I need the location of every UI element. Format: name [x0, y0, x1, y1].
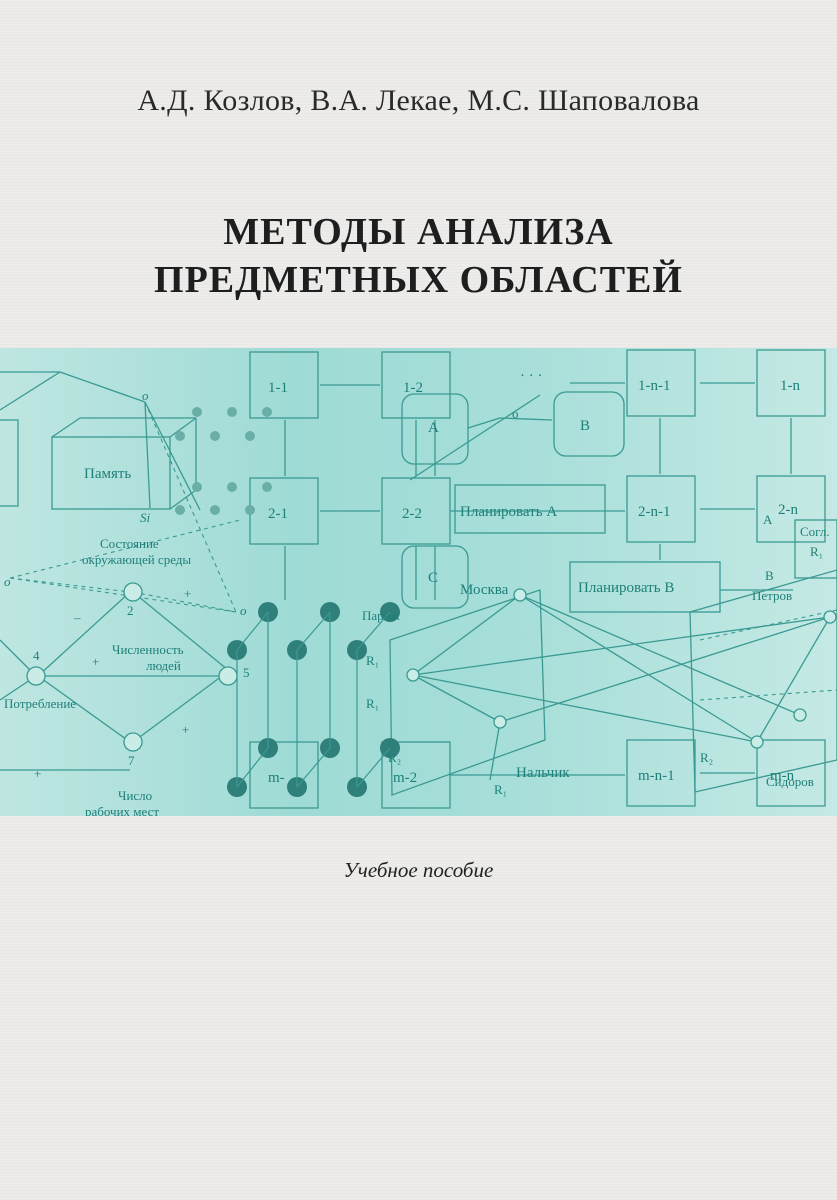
label-m: m- [268, 770, 285, 786]
label-jobs-2: рабочих мест [85, 804, 159, 816]
label-r2-b: R₂ [700, 750, 713, 765]
box-1-1 [249, 351, 319, 419]
label-sidorov: Сидоров [766, 774, 814, 789]
box-2-n [756, 475, 826, 543]
node-5 [218, 666, 238, 686]
label-r1-c: R₁ [494, 782, 507, 797]
label-2-n-1: 2-n-1 [638, 504, 671, 520]
label-m-2: m-2 [393, 770, 417, 786]
label-population-2: людей [146, 658, 181, 673]
label-r1-a: R₁ [366, 653, 379, 668]
label-dots: · · · [520, 368, 543, 384]
label-state-2: окружающей среды [82, 552, 191, 567]
label-si: Si [140, 510, 151, 525]
box-plan-a [454, 484, 606, 534]
node-7 [123, 732, 143, 752]
label-letter-b: B [765, 568, 774, 583]
box-2-n-1 [626, 475, 696, 543]
label-2-2: 2-2 [402, 506, 422, 522]
box-1-2 [381, 351, 451, 419]
label-1-n: 1-n [780, 378, 800, 394]
box-1-n [756, 349, 826, 417]
label-c: C [428, 570, 438, 586]
label-r2-a: R₂ [388, 750, 401, 765]
label-state: Состояние [100, 536, 159, 551]
label-n4: 4 [33, 648, 40, 663]
label-o-mid: o [512, 406, 519, 421]
label-1-n-1: 1-n-1 [638, 378, 671, 394]
label-plus-3: + [182, 722, 189, 737]
label-plus-2: + [92, 654, 99, 669]
label-2-1: 2-1 [268, 506, 288, 522]
node-2 [123, 582, 143, 602]
label-nalchik: Нальчик [516, 765, 570, 781]
label-plan-a: Планировать А [460, 504, 557, 520]
box-plan-b [569, 561, 721, 613]
box-1-n-1 [626, 349, 696, 417]
label-r1-b: R₁ [366, 696, 379, 711]
label-r1-sogl: R₁ [810, 544, 823, 559]
label-memory: Память [84, 466, 131, 482]
label-plus-4: + [34, 766, 41, 781]
label-1-2: 1-2 [403, 380, 423, 396]
label-o-left: o [4, 574, 11, 589]
label-n7: 7 [128, 753, 135, 768]
book-title: МЕТОДЫ АНАЛИЗА ПРЕДМЕТНЫХ ОБЛАСТЕЙ [0, 208, 837, 304]
label-b: B [580, 418, 590, 434]
label-minus-1: – [73, 610, 81, 625]
label-m-n-1: m-n-1 [638, 768, 675, 784]
label-sogl: Согл. [800, 524, 830, 539]
box-b [553, 391, 625, 457]
label-m-n: m-n [770, 768, 795, 784]
label-plan-b: Планировать В [578, 580, 674, 596]
box-m [249, 741, 319, 809]
label-a: A [428, 420, 439, 436]
label-o-top: o [142, 388, 149, 403]
title-line-2: ПРЕДМЕТНЫХ ОБЛАСТЕЙ [154, 259, 683, 301]
label-moscow: Москва [460, 582, 509, 598]
title-line-1: МЕТОДЫ АНАЛИЗА [223, 211, 614, 253]
authors: А.Д. Козлов, В.А. Лекае, М.С. Шаповалова [137, 84, 700, 117]
label-plus-1: + [184, 586, 191, 601]
label-letter-a: A [763, 512, 773, 527]
cover-diagram: 1-1 1-2 1-n-1 1-n 2-1 2-2 2-n-1 2-n m- m… [0, 349, 837, 816]
label-paris: Париж [362, 608, 401, 623]
label-petrov: Петров [752, 588, 792, 603]
label-1-1: 1-1 [268, 380, 288, 396]
label-n5: 5 [243, 665, 250, 680]
label-2-n: 2-n [778, 502, 798, 518]
box-m-n [756, 739, 826, 807]
subtitle: Учебное пособие [343, 858, 494, 882]
box-sogl [794, 519, 837, 579]
node-4 [26, 666, 46, 686]
memory-box [51, 436, 171, 510]
label-n2: 2 [127, 603, 134, 618]
label-o-node: o [240, 603, 247, 618]
label-population: Численность [112, 642, 184, 657]
label-consumption: Потребление [4, 696, 76, 711]
label-jobs: Число [118, 788, 152, 803]
